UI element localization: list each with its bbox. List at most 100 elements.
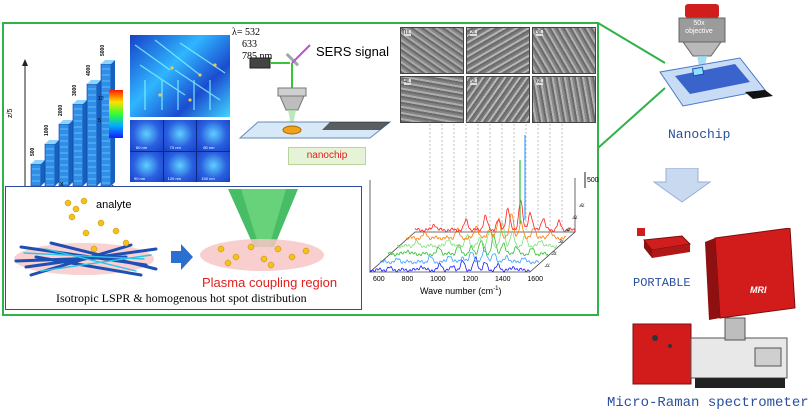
sem-panel: 3L xyxy=(532,27,596,74)
field-cells-grid: 60 nm 70 nm 80 nm 90 nm 120 nm 150 nm xyxy=(130,120,230,182)
portable-device xyxy=(637,228,692,258)
laser-line-2: 633 xyxy=(242,39,257,50)
bar-chart-x-label: x xyxy=(60,181,64,188)
bar-top xyxy=(87,80,101,84)
nanochip-label-box: nanochip xyxy=(288,147,366,165)
plasma-region-glow xyxy=(200,239,324,271)
x-tick: 1200 xyxy=(462,276,479,283)
spectrum-line xyxy=(396,221,558,249)
nanochip-label: nanochip xyxy=(306,150,348,161)
bar-side xyxy=(55,140,59,186)
x-tick: 600 xyxy=(373,276,385,283)
spectrum-line xyxy=(387,234,549,257)
sem-panel: 6L xyxy=(532,76,596,123)
laser-line-1: λ= 532 xyxy=(232,27,260,38)
x-tick: 800 xyxy=(401,276,414,283)
sem-panel-label: 4L xyxy=(404,79,411,85)
field-cell-label: 150 nm xyxy=(201,176,215,181)
portable-lid-icon xyxy=(637,228,645,236)
sem-panel-label: 1L xyxy=(404,30,411,36)
bar-side xyxy=(97,80,101,186)
spectra-scale-label: 500 xyxy=(587,177,599,184)
field-cell-label: 80 nm xyxy=(203,144,215,150)
spectrum-line xyxy=(414,199,576,233)
sem-panel: 2L xyxy=(466,27,530,74)
bar-side xyxy=(41,160,45,186)
sers-signal-label: SERS signal xyxy=(316,44,389,59)
bar-side xyxy=(83,100,87,186)
bar-label: 5000 xyxy=(100,45,106,56)
bar-label: 3000 xyxy=(72,85,78,96)
bar xyxy=(86,83,98,187)
objective-cap xyxy=(685,4,719,18)
field-cell-label: 120 nm xyxy=(167,176,181,181)
x-axis-label-text: Wave number (cm xyxy=(420,286,494,296)
microscope-base xyxy=(695,378,785,388)
spectrum-line xyxy=(378,245,540,265)
nanochip-title: Nanochip xyxy=(668,127,731,142)
portable-body-front xyxy=(652,244,690,258)
bar xyxy=(44,143,56,187)
laser-wavelengths: λ= 532 633 785 nm xyxy=(232,27,272,63)
field-cell: 60 nm xyxy=(130,120,163,151)
bar-top xyxy=(31,160,45,164)
mechanism-svg xyxy=(14,189,324,277)
bar-top xyxy=(73,100,87,104)
process-arrow xyxy=(171,244,193,270)
x-tick: 1000 xyxy=(430,276,446,283)
bar-label: 1000 xyxy=(44,125,50,136)
sem-panel-label: 6L xyxy=(536,79,543,85)
field-cell: 120 nm xyxy=(163,151,197,182)
portable-label: PORTABLE xyxy=(633,276,691,290)
sem-panel-label: 5L xyxy=(470,79,477,85)
field-cell: 80 nm xyxy=(197,120,230,151)
objective-nose xyxy=(682,41,722,57)
down-arrow xyxy=(652,168,712,203)
bar xyxy=(58,123,70,187)
chip-electrode xyxy=(322,122,390,130)
sem-panel: 1L xyxy=(400,27,464,74)
spectra-x-axis-label: Wave number (cm-1) xyxy=(420,286,502,296)
connector-line-top xyxy=(597,22,666,64)
sem-panel-label: 3L xyxy=(536,30,543,36)
mirror xyxy=(285,52,300,67)
spectra-svg xyxy=(368,120,586,273)
objective-top xyxy=(277,87,307,97)
field-cell-label: 90 nm xyxy=(134,176,146,181)
sem-panel: 5L xyxy=(466,76,530,123)
spectra-x-ticks: 600 800 1000 1200 1400 1600 xyxy=(373,276,543,283)
colorbar-ticks: 10 5 xyxy=(98,88,104,132)
field-cell: 70 nm xyxy=(163,120,197,151)
microscope-head xyxy=(724,317,746,341)
bar-label: 2000 xyxy=(58,105,64,116)
raman-instrument xyxy=(632,228,796,388)
chip-contact xyxy=(745,90,773,99)
down-arrow-shape xyxy=(652,168,712,203)
mechanism-inset: analyte Plasma coupling region Isotropic… xyxy=(5,186,362,310)
x-axis-label-sup: -1 xyxy=(493,286,499,292)
bar-chart-y-label: z/5 xyxy=(7,108,14,118)
field-cell: 90 nm xyxy=(130,151,163,182)
chip-active-area xyxy=(675,64,750,94)
plasma-particles xyxy=(217,243,310,269)
bar-label: 500 xyxy=(30,147,36,156)
analyte-label: analyte xyxy=(96,199,132,211)
field-cell: 150 nm xyxy=(197,151,230,182)
laser-line-3: 785 nm xyxy=(242,51,273,62)
bar-top xyxy=(59,120,73,124)
colorbar-tick: 5 xyxy=(98,118,101,124)
sers-signal-beam xyxy=(291,44,311,64)
field-cell-label: 70 nm xyxy=(169,144,181,150)
field-cell-label: 60 nm xyxy=(136,144,148,150)
spectrum-line xyxy=(406,213,567,241)
chip-spot xyxy=(282,125,302,135)
focus-cone xyxy=(288,110,296,125)
bar-top xyxy=(101,60,115,64)
x-tick: 1400 xyxy=(494,276,511,283)
connector-line-bottom xyxy=(597,87,666,149)
brand-logo: MRI xyxy=(750,285,767,295)
sem-panel-label: 2L xyxy=(470,30,477,36)
